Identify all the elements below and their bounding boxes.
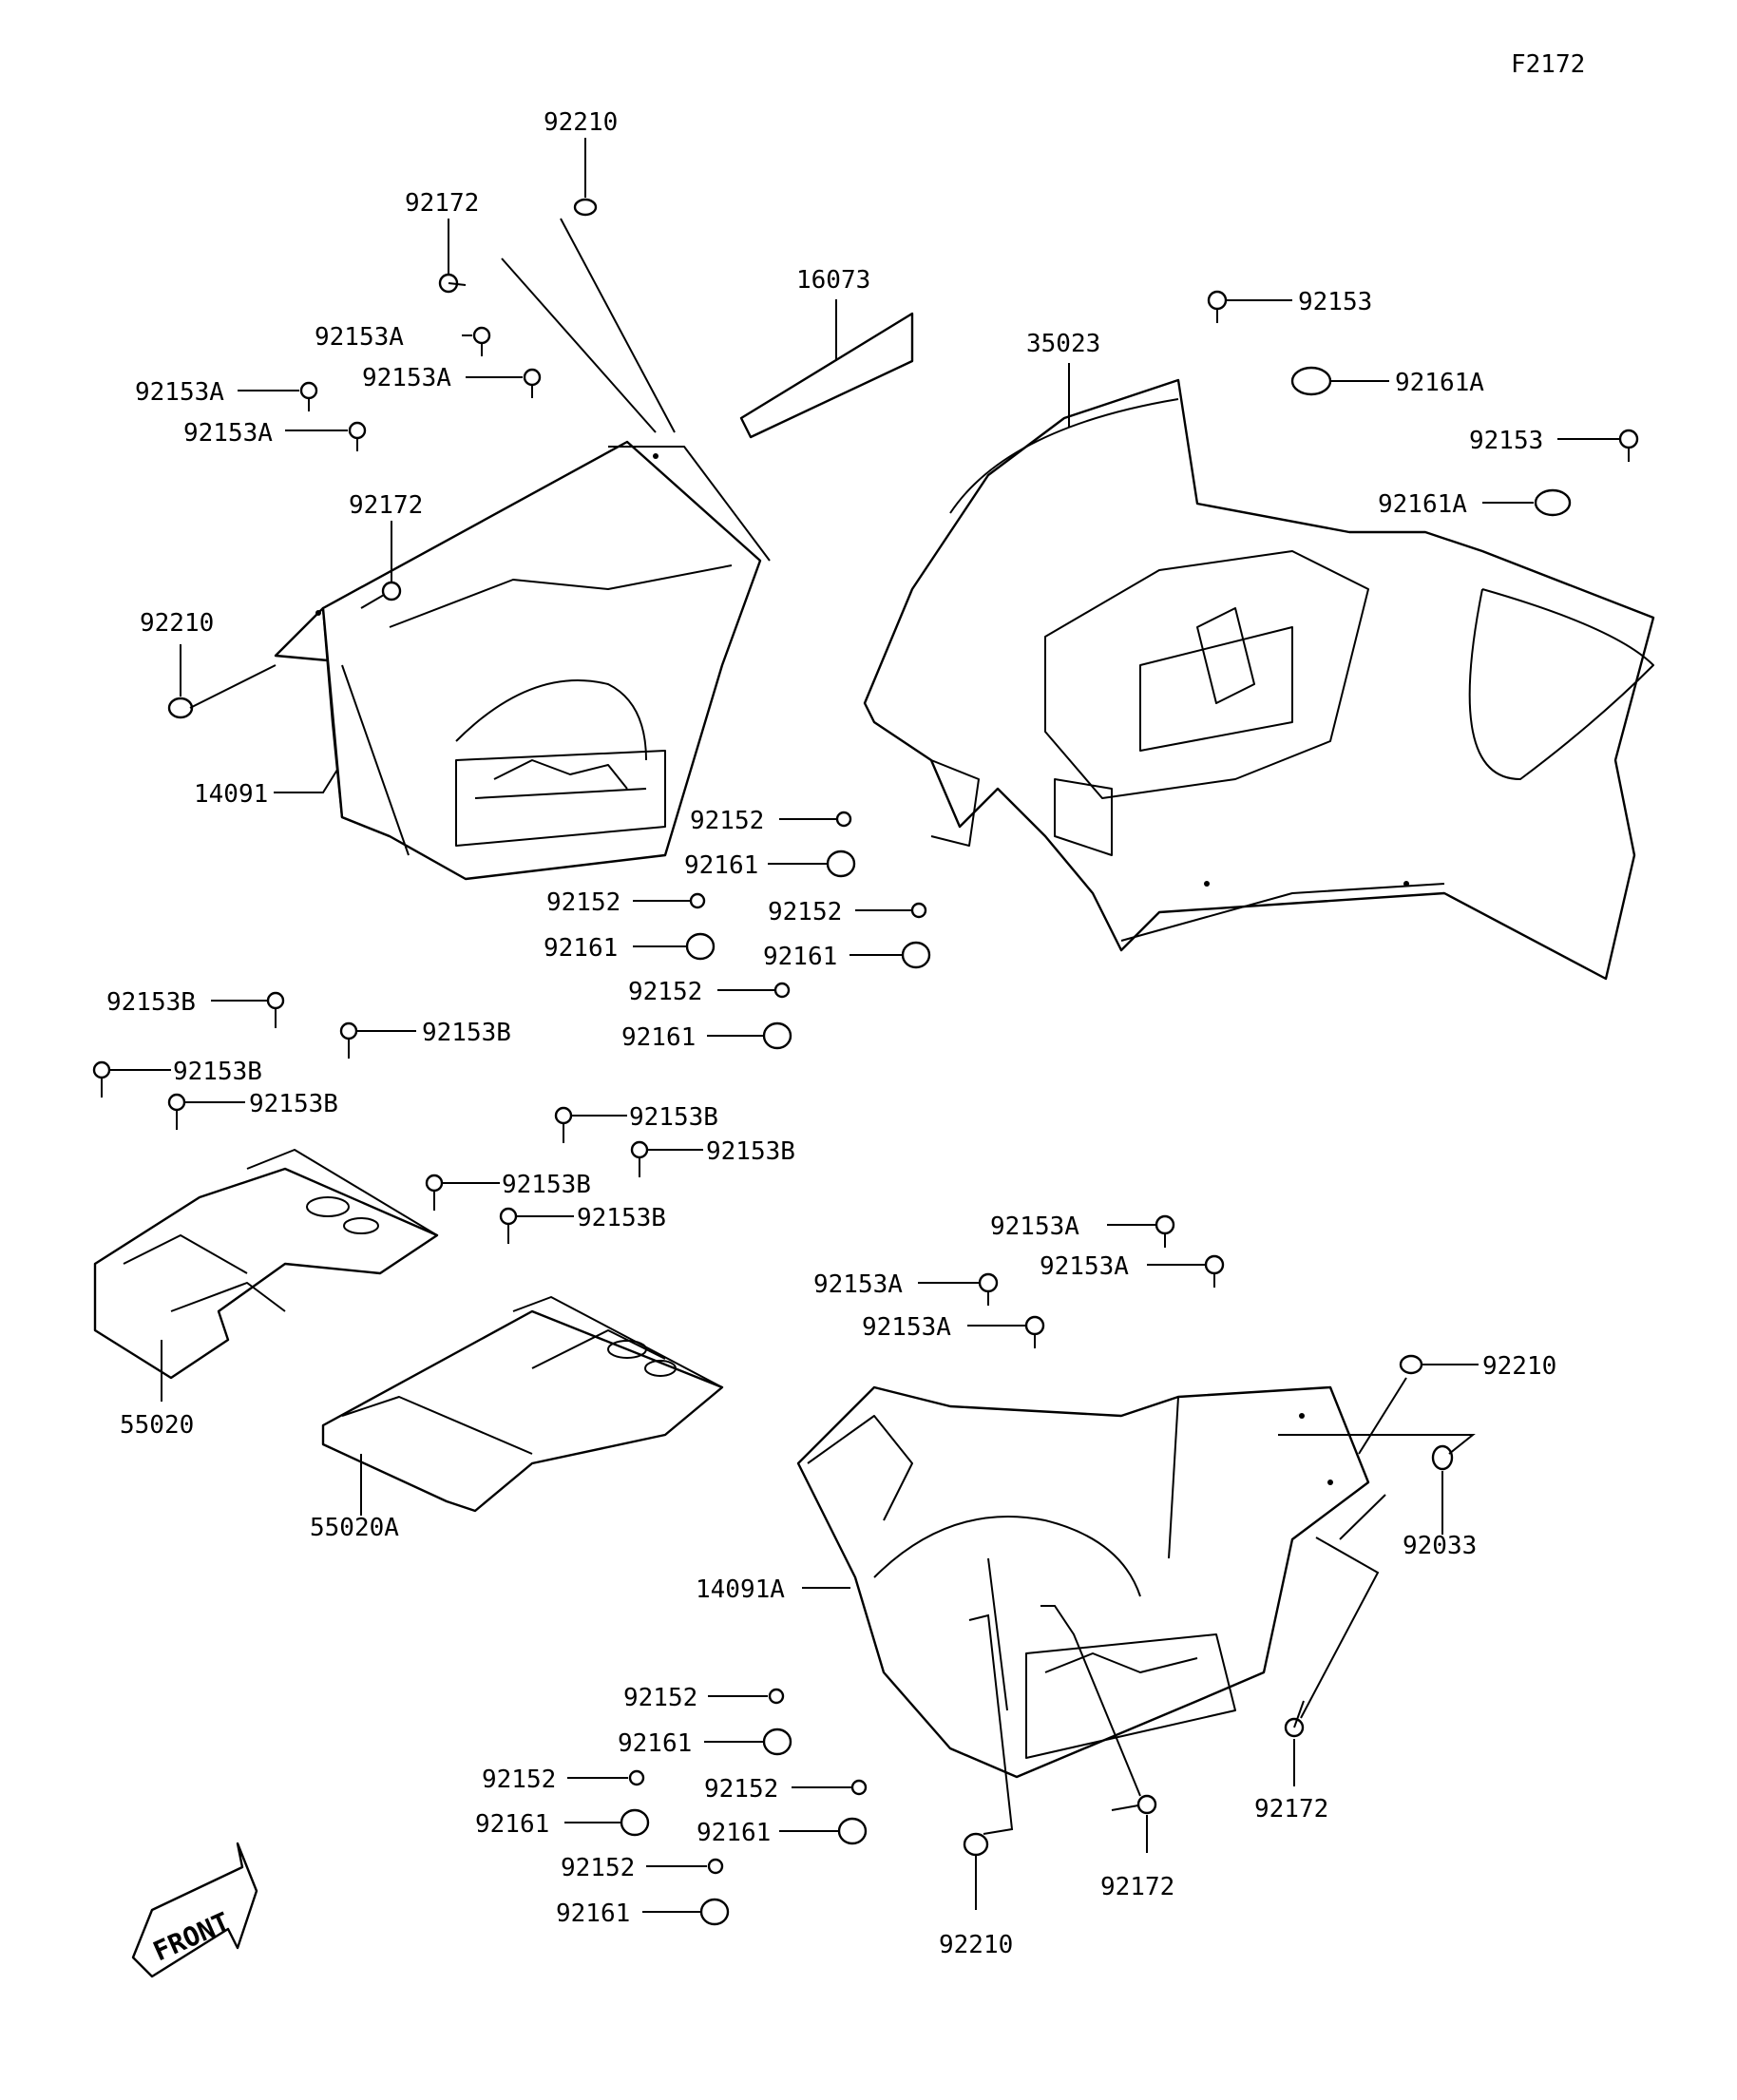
callout-label: 92152 — [482, 1766, 556, 1794]
callout-label: 92152 — [690, 807, 764, 835]
callout-label: 92161A — [1378, 490, 1467, 519]
callout-label: 92153A — [315, 323, 404, 352]
callout-label: 92153B — [422, 1019, 511, 1047]
callout-label: 92153 — [1469, 427, 1543, 455]
rear-fender-drawing — [863, 378, 1655, 981]
callout-label: 92210 — [140, 609, 214, 638]
callout-label: 92153B — [577, 1204, 666, 1232]
callout-label: 92152 — [768, 898, 842, 926]
callout-label: 92152 — [623, 1684, 697, 1712]
callout-label: 92172 — [349, 491, 423, 520]
callout-label: 92153A — [362, 364, 451, 392]
callout-label: 55020A — [310, 1514, 399, 1542]
callout-label: 92161 — [763, 943, 837, 971]
callout-label: 92153A — [862, 1313, 951, 1342]
callout-label: 92172 — [1254, 1795, 1328, 1823]
callout-label: 35023 — [1026, 330, 1100, 358]
callout-label: 92161 — [621, 1023, 696, 1052]
callout-label: 92153A — [990, 1212, 1079, 1241]
callout-label: 92161 — [618, 1729, 692, 1758]
callout-label: 92153B — [706, 1137, 795, 1166]
callout-label: 92153B — [249, 1090, 338, 1118]
callout-label: 92153B — [106, 988, 196, 1017]
callout-label: 92153B — [502, 1171, 591, 1199]
callout-label: 92161 — [684, 851, 758, 880]
callout-label: 92153 — [1298, 288, 1372, 316]
callout-label: 14091 — [194, 780, 268, 809]
callout-label: 92161A — [1395, 369, 1484, 397]
fastener-glyphs — [92, 198, 1639, 1926]
callout-label: 92153A — [813, 1270, 903, 1299]
callout-label: 92210 — [939, 1931, 1013, 1959]
callout-label: 55020 — [120, 1411, 194, 1440]
front-carrier-drawing — [93, 1149, 439, 1380]
callout-label: 14091A — [696, 1575, 785, 1604]
callout-label: 92152 — [628, 978, 702, 1006]
callout-label: 92152 — [561, 1854, 635, 1882]
callout-label: 92153A — [135, 378, 224, 407]
leader-lines — [109, 138, 1619, 1913]
callout-label: 16073 — [796, 266, 870, 295]
rear-carrier-drawing — [321, 1296, 724, 1513]
callout-label: 92161 — [475, 1810, 549, 1839]
right-fender-drawing — [796, 1385, 1370, 1779]
callout-label: 92161 — [544, 934, 618, 963]
callout-label: 92033 — [1403, 1532, 1477, 1560]
callout-label: 92161 — [556, 1900, 630, 1928]
front-arrow-icon: FRONT — [131, 1842, 258, 1978]
callout-label: 92153B — [629, 1103, 718, 1132]
callout-label: 92152 — [546, 888, 620, 917]
callout-label: 92172 — [405, 189, 479, 218]
callout-label: 92153B — [173, 1058, 262, 1086]
callout-label: 92161 — [697, 1819, 771, 1847]
callout-label: 92210 — [544, 108, 618, 137]
callout-label: 92210 — [1482, 1352, 1556, 1381]
callout-label: 92152 — [704, 1775, 778, 1804]
callout-label: 92172 — [1100, 1873, 1174, 1901]
callout-label: 92153A — [183, 419, 273, 448]
diagram-id: F2172 — [1511, 50, 1585, 79]
left-fender-drawing — [274, 440, 771, 881]
cover-drawing — [739, 312, 914, 439]
callout-label: 92153A — [1040, 1252, 1129, 1281]
labels: F2172 92210 92172 92153A 92153A 92153A 9… — [106, 50, 1585, 1959]
